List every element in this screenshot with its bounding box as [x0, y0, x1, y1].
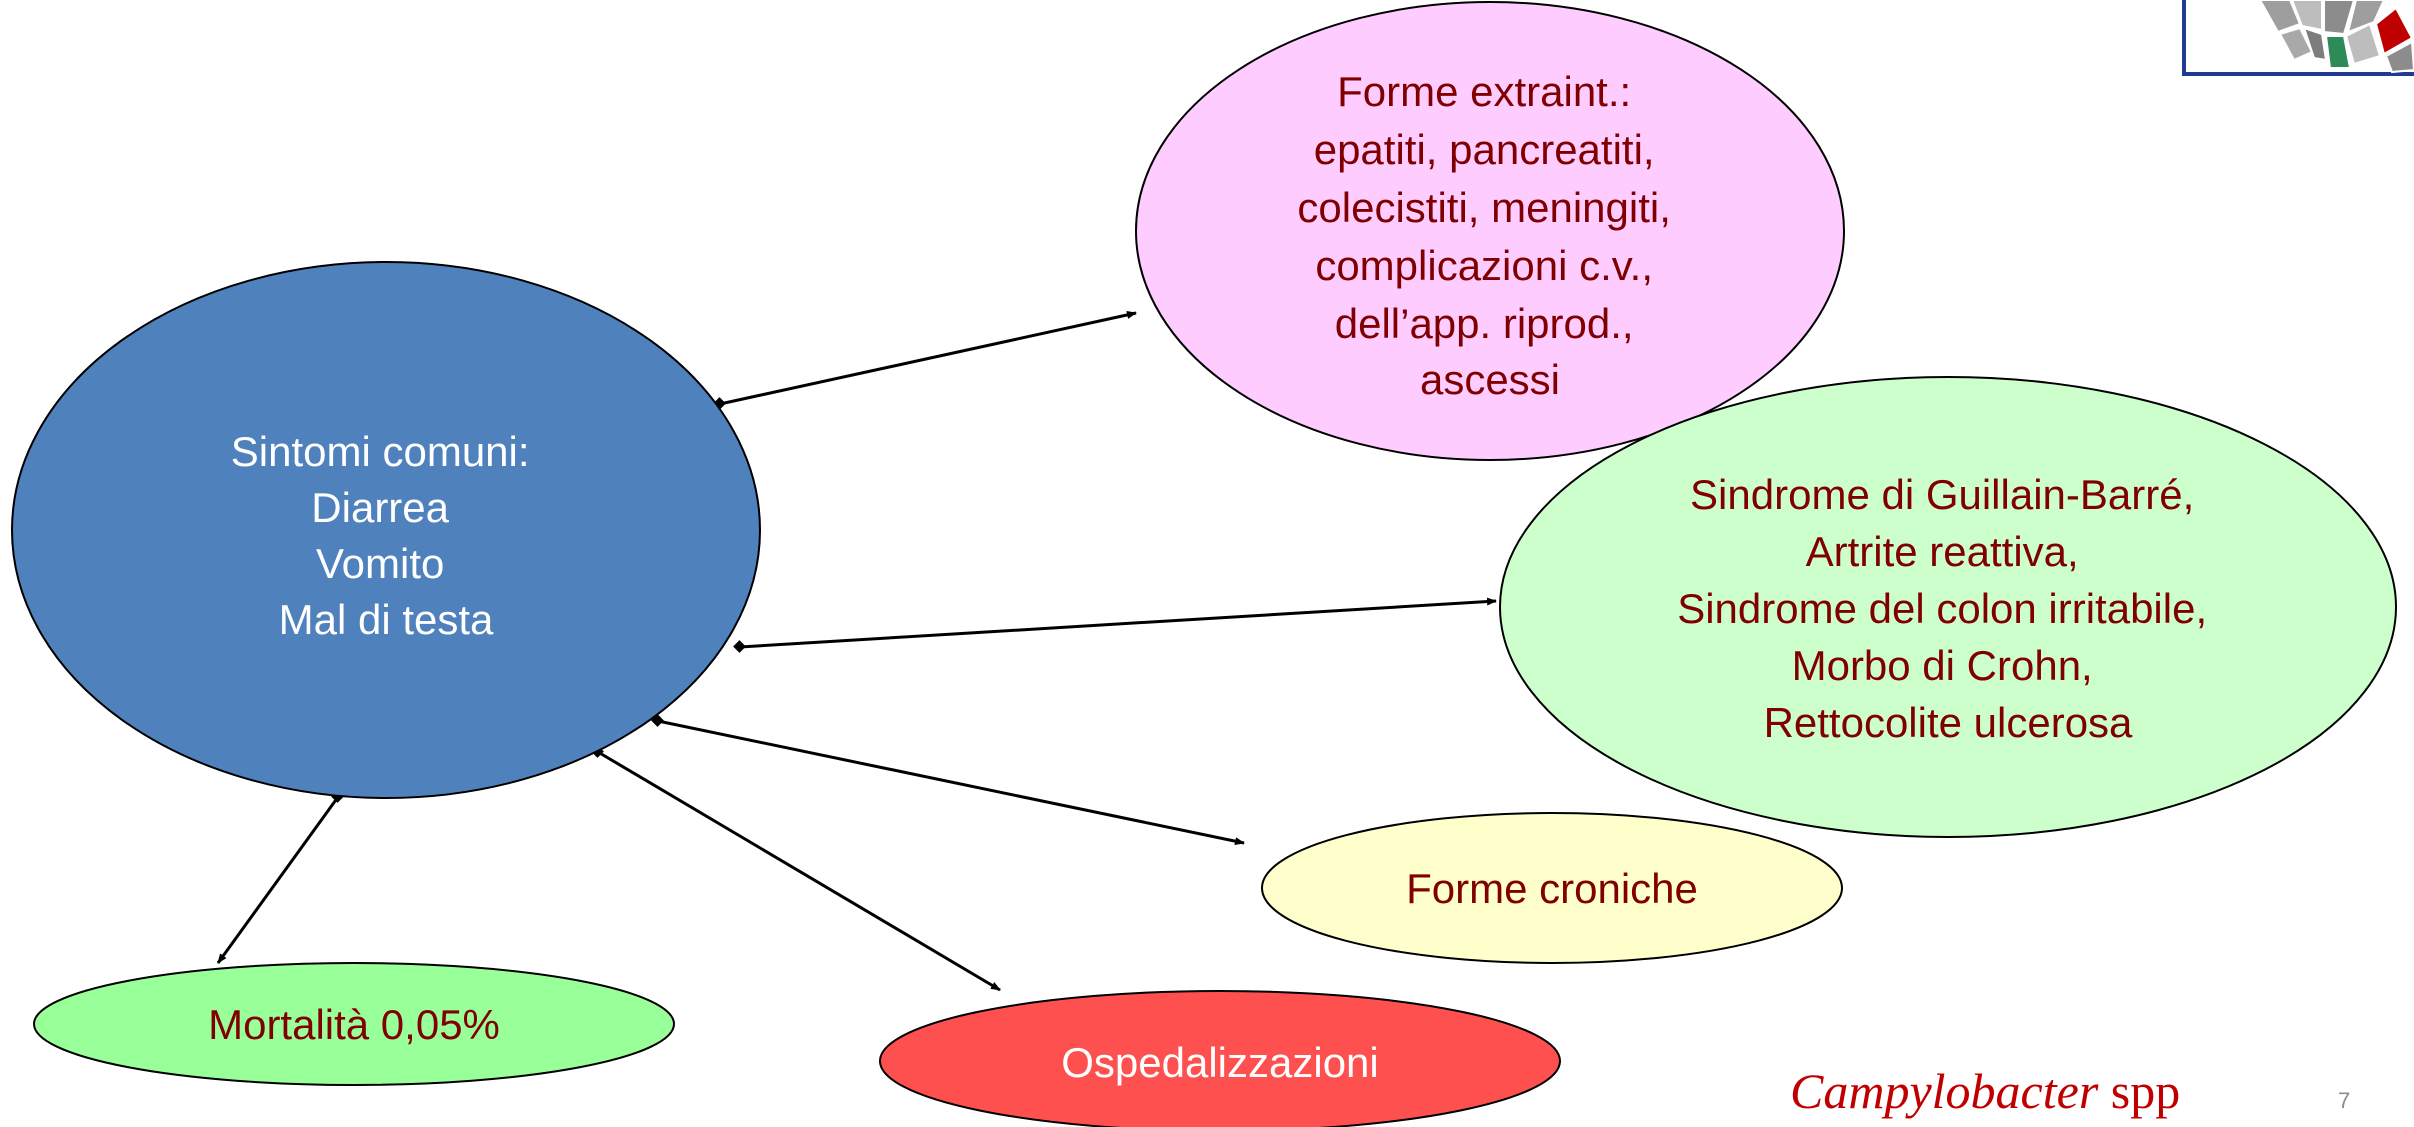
node-croniche-label: Forme croniche [1406, 865, 1698, 912]
node-sintomi-comuni: Sintomi comuni: Diarrea Vomito Mal di te… [11, 261, 761, 799]
connector-center-ospedalizzazioni [597, 750, 1001, 992]
institution-logo [2182, 0, 2414, 76]
connector-start-dot [733, 640, 746, 653]
connector-center-croniche [657, 719, 1245, 846]
node-line: Diarrea [311, 484, 449, 531]
connector-center-extraint [719, 311, 1137, 406]
node-line: Artrite reattiva, [1806, 528, 2079, 575]
node-mortalita-shape [33, 962, 675, 1086]
node-line: Mortalità 0,05% [208, 1001, 500, 1048]
node-line: Mal di testa [279, 596, 494, 643]
node-extraint-label: Forme extraint.: epatiti, pancreatiti, c… [1297, 68, 1682, 403]
node-ospedalizzazioni: Ospedalizzazioni [879, 990, 1561, 1127]
page-number: 7 [2338, 1088, 2351, 1113]
node-mortalita-label: Mortalità 0,05% [208, 1001, 500, 1048]
node-guillain-shape [1499, 376, 2397, 838]
footer-suffix: spp [2098, 1063, 2181, 1119]
node-line: colecistiti, meningiti, [1297, 184, 1670, 231]
node-extraint-shape [1135, 1, 1845, 461]
node-ospedal-label: Ospedalizzazioni [1061, 1039, 1379, 1086]
node-line: Sindrome del colon irritabile, [1677, 585, 2207, 632]
node-line: Forme extraint.: [1337, 68, 1631, 115]
node-line: Sindrome di Guillain-Barré, [1690, 471, 2194, 518]
node-guillain-label: Sindrome di Guillain-Barré, Artrite reat… [1677, 471, 2219, 746]
slide-footer-title: Campylobacter spp [1790, 1062, 2180, 1120]
node-mortalita: Mortalità 0,05% [33, 962, 675, 1086]
node-croniche-shape [1261, 812, 1843, 964]
node-line: Morbo di Crohn, [1792, 642, 2093, 689]
node-line: complicazioni c.v., [1315, 242, 1653, 289]
node-line: dell’app. riprod., [1335, 300, 1634, 347]
node-line: ascessi [1420, 356, 1560, 403]
node-center-label: Sintomi comuni: Diarrea Vomito Mal di te… [231, 428, 541, 643]
connector-center-guillain [739, 597, 1497, 649]
node-ospedal-shape [879, 990, 1561, 1127]
node-line: Vomito [316, 540, 444, 587]
node-line: Ospedalizzazioni [1061, 1039, 1379, 1086]
node-guillain-barre: Sindrome di Guillain-Barré, Artrite reat… [1499, 376, 2397, 838]
node-extraint: Forme extraint.: epatiti, pancreatiti, c… [1135, 1, 1845, 461]
footer-genus: Campylobacter [1790, 1063, 2099, 1119]
node-forme-croniche: Forme croniche [1261, 812, 1843, 964]
connector-center-mortalita [216, 796, 340, 964]
node-line: Forme croniche [1406, 865, 1698, 912]
node-line: epatiti, pancreatiti, [1314, 126, 1655, 173]
node-center-shape [11, 261, 761, 799]
node-line: Sintomi comuni: [231, 428, 530, 475]
node-line: Rettocolite ulcerosa [1764, 699, 2133, 746]
